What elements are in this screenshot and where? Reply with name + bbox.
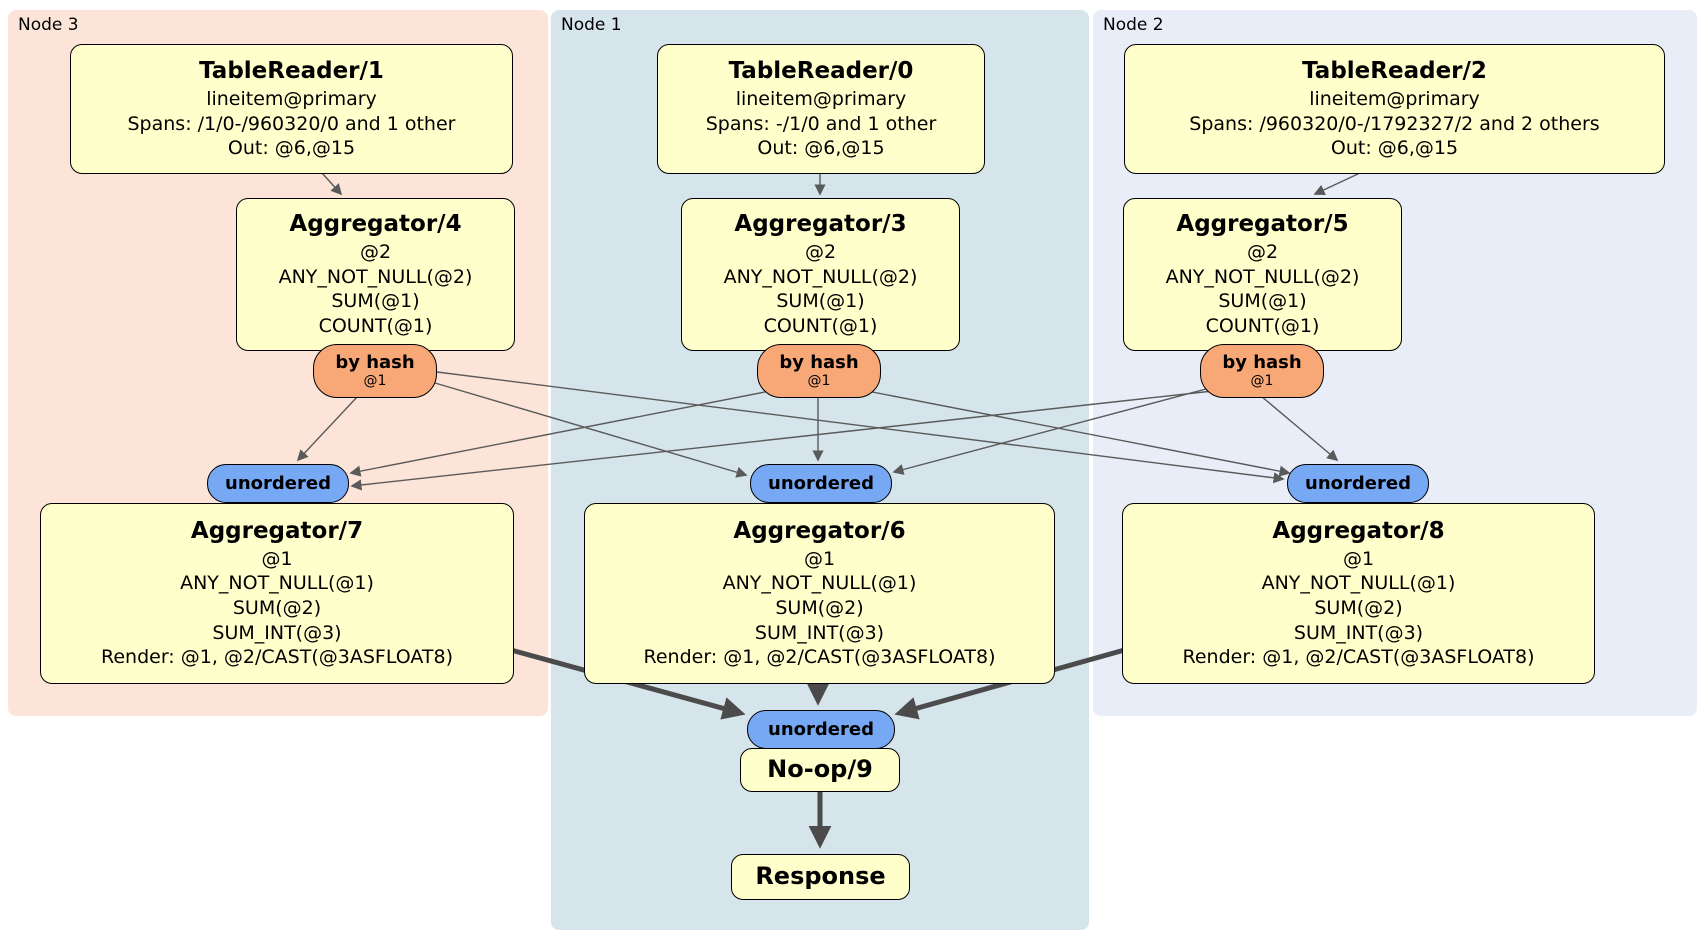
edge-byhash-node3-to-unordered-node1 [434, 382, 748, 478]
tablereader1-title: TableReader/1 [199, 58, 384, 85]
edge-byhash-node1-to-unordered-node2 [866, 390, 1291, 477]
sync-unordered-node1: unordered [750, 464, 892, 503]
panel-node1-label: Node 1 [561, 15, 622, 35]
processor-aggregator8: Aggregator/8 @1 ANY_NOT_NULL(@1) SUM(@2)… [1122, 503, 1595, 684]
processor-tablereader0: TableReader/0 lineitem@primary Spans: -/… [657, 44, 985, 174]
tablereader2-title: TableReader/2 [1302, 58, 1487, 85]
edge-byhash-node2-to-unordered-node1 [892, 384, 1222, 475]
tablereader1-spans: Spans: /1/0-/960320/0 and 1 other [127, 112, 456, 135]
aggregator3-agg3: COUNT(@1) [763, 315, 878, 338]
tablereader2-spans: Spans: /960320/0-/1792327/2 and 2 others [1189, 112, 1600, 135]
router-byhash-node1-columns: @1 [807, 373, 831, 390]
aggregator5-agg2: SUM(@1) [1218, 290, 1307, 313]
aggregator3-agg2: SUM(@1) [776, 290, 865, 313]
tablereader0-out: Out: @6,@15 [757, 137, 885, 160]
aggregator8-agg2: SUM(@2) [1314, 597, 1403, 620]
aggregator3-group: @2 [804, 241, 837, 264]
router-byhash-node2-label: by hash [1222, 351, 1302, 373]
panel-node2-label: Node 2 [1103, 15, 1164, 35]
tablereader1-out: Out: @6,@15 [227, 137, 356, 160]
aggregator3-agg1: ANY_NOT_NULL(@2) [723, 265, 918, 288]
aggregator6-agg1: ANY_NOT_NULL(@1) [722, 572, 917, 595]
processor-noop: No-op/9 [740, 748, 900, 792]
aggregator5-title: Aggregator/5 [1176, 211, 1349, 238]
sync-unordered-node2-label: unordered [1305, 473, 1411, 494]
tablereader1-index: lineitem@primary [206, 87, 377, 110]
aggregator6-group: @1 [803, 547, 836, 570]
processor-aggregator5: Aggregator/5 @2 ANY_NOT_NULL(@2) SUM(@1)… [1123, 198, 1402, 351]
router-byhash-node3-columns: @1 [363, 373, 387, 390]
edge-byhash-node3-to-unordered-node2 [436, 371, 1285, 484]
aggregator8-group: @1 [1342, 547, 1375, 570]
aggregator6-title: Aggregator/6 [733, 517, 906, 544]
aggregator5-agg3: COUNT(@1) [1205, 315, 1320, 338]
aggregator8-agg3: SUM_INT(@3) [1293, 621, 1424, 644]
processor-aggregator4: Aggregator/4 @2 ANY_NOT_NULL(@2) SUM(@1)… [236, 198, 515, 351]
tablereader2-out: Out: @6,@15 [1330, 137, 1459, 160]
aggregator4-group: @2 [359, 241, 392, 264]
processor-tablereader2: TableReader/2 lineitem@primary Spans: /9… [1124, 44, 1665, 174]
aggregator3-title: Aggregator/3 [734, 211, 907, 238]
tablereader0-spans: Spans: -/1/0 and 1 other [705, 112, 937, 135]
aggregator4-agg2: SUM(@1) [331, 290, 420, 313]
panel-node3-label: Node 3 [18, 15, 79, 35]
aggregator6-render: Render: @1, @2/CAST(@3ASFLOAT8) [643, 646, 996, 669]
aggregator5-agg1: ANY_NOT_NULL(@2) [1165, 265, 1360, 288]
processor-response: Response [731, 854, 910, 900]
aggregator8-title: Aggregator/8 [1272, 517, 1445, 544]
aggregator8-render: Render: @1, @2/CAST(@3ASFLOAT8) [1182, 646, 1535, 669]
processor-aggregator6: Aggregator/6 @1 ANY_NOT_NULL(@1) SUM(@2)… [584, 503, 1055, 684]
edge-byhash-node2-to-unordered-node2 [1260, 395, 1339, 462]
aggregator7-render: Render: @1, @2/CAST(@3ASFLOAT8) [101, 646, 453, 669]
response-title: Response [755, 862, 886, 891]
sync-unordered-node3: unordered [207, 464, 349, 503]
tablereader0-index: lineitem@primary [735, 87, 907, 110]
sync-unordered-node3-label: unordered [225, 473, 331, 494]
noop-title: No-op/9 [767, 755, 873, 784]
edge-byhash-node2-to-unordered-node3 [350, 390, 1214, 491]
tablereader0-title: TableReader/0 [728, 58, 914, 85]
processor-aggregator7: Aggregator/7 @1 ANY_NOT_NULL(@1) SUM(@2)… [40, 503, 514, 684]
sync-unordered-final-label: unordered [768, 719, 874, 740]
router-byhash-node3-label: by hash [335, 351, 415, 373]
router-byhash-node1: by hash @1 [757, 344, 881, 398]
router-byhash-node2: by hash @1 [1200, 344, 1324, 398]
processor-tablereader1: TableReader/1 lineitem@primary Spans: /1… [70, 44, 513, 174]
aggregator7-title: Aggregator/7 [190, 517, 364, 544]
aggregator5-group: @2 [1246, 241, 1279, 264]
edge-tablereader1-to-aggregator4 [321, 172, 343, 196]
aggregator6-agg3: SUM_INT(@3) [754, 621, 885, 644]
processor-aggregator3: Aggregator/3 @2 ANY_NOT_NULL(@2) SUM(@1)… [681, 198, 960, 351]
aggregator4-title: Aggregator/4 [289, 211, 462, 238]
router-byhash-node1-label: by hash [779, 351, 859, 373]
aggregator8-agg1: ANY_NOT_NULL(@1) [1261, 572, 1456, 595]
aggregator7-group: @1 [261, 547, 293, 570]
edge-byhash-node1-to-unordered-node3 [349, 390, 771, 477]
aggregator6-agg2: SUM(@2) [775, 597, 864, 620]
sync-unordered-node1-label: unordered [768, 473, 874, 494]
sync-unordered-final: unordered [747, 710, 895, 749]
aggregator4-agg1: ANY_NOT_NULL(@2) [278, 265, 473, 288]
edge-tablereader2-to-aggregator5 [1313, 172, 1361, 196]
edge-byhash-node3-to-unordered-node3 [296, 395, 359, 462]
router-byhash-node2-columns: @1 [1250, 373, 1274, 390]
aggregator7-agg2: SUM(@2) [232, 597, 322, 620]
aggregator7-agg1: ANY_NOT_NULL(@1) [180, 572, 374, 595]
sync-unordered-node2: unordered [1287, 464, 1429, 503]
aggregator7-agg3: SUM_INT(@3) [212, 621, 342, 644]
tablereader2-index: lineitem@primary [1309, 87, 1480, 110]
aggregator4-agg3: COUNT(@1) [318, 315, 433, 338]
router-byhash-node3: by hash @1 [313, 344, 437, 398]
